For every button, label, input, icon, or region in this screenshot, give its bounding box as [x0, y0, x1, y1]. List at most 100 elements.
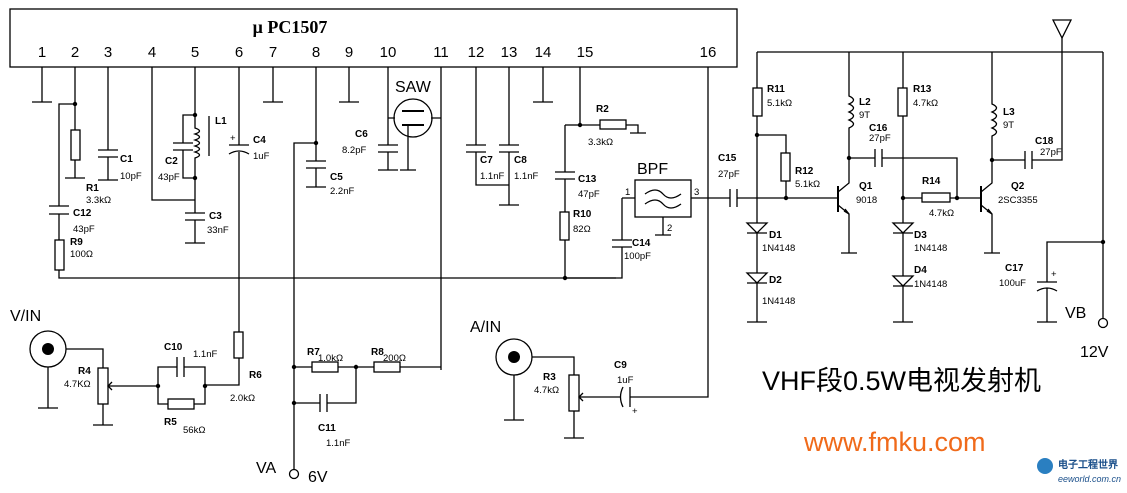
r5-ref: R5 — [164, 417, 177, 428]
l2-value: 9T — [859, 110, 870, 121]
r4-ref: R4 — [78, 366, 91, 377]
r12-ref: R12 — [795, 166, 814, 177]
l3-ref: L3 — [1003, 107, 1015, 118]
pin-6-label: 6 — [235, 44, 243, 61]
c15-ref: C15 — [718, 153, 737, 164]
antenna-icon — [1051, 19, 1073, 40]
pin16-network: + C9 1uF — [585, 67, 709, 417]
d4-ref: D4 — [914, 265, 927, 276]
c11-ref: C11 — [318, 423, 336, 434]
r8-value: 200Ω — [383, 353, 406, 364]
pin-2-label: 2 — [71, 44, 79, 61]
c1-value: 10pF — [120, 171, 142, 182]
pin-1-label: 1 — [38, 44, 46, 61]
r12-value: 5.1kΩ — [795, 179, 820, 190]
r14-value: 4.7kΩ — [929, 208, 954, 219]
d3-diode — [891, 222, 915, 234]
pin-14-label: 14 — [535, 44, 552, 61]
r6-value: 2.0kΩ — [230, 393, 255, 404]
r14-resistor — [921, 192, 951, 203]
c14-value: 100pF — [624, 251, 651, 262]
pin12-13-network: C7 1.1nF C8 1.1nF — [466, 67, 538, 206]
saw-filter — [393, 98, 433, 138]
va-terminal[interactable] — [288, 468, 300, 480]
r9-ref: R9 — [70, 237, 83, 248]
l1-ref: L1 — [215, 116, 227, 127]
pin-7-label: 7 — [269, 44, 277, 61]
c16-value: 27pF — [869, 133, 891, 144]
bpf-pin3: 3 — [694, 187, 699, 198]
c16-ref: C16 — [869, 123, 888, 134]
c18-value: 27pF — [1040, 147, 1062, 158]
r4-value: 4.7KΩ — [64, 379, 91, 390]
d3-value: 1N4148 — [914, 243, 947, 254]
l2-ref: L2 — [859, 97, 871, 108]
c9-plus: + — [632, 406, 638, 417]
c17-ref: C17 — [1005, 263, 1024, 274]
c15-value: 27pF — [718, 169, 740, 180]
r13-resistor — [897, 87, 908, 117]
c4-plus: + — [230, 133, 236, 144]
r7-value: 1.0kΩ — [318, 353, 343, 364]
d2-diode — [745, 272, 769, 284]
pin-5-label: 5 — [191, 44, 199, 61]
r2-resistor — [599, 119, 627, 130]
bpf-pin1: 1 — [625, 187, 630, 198]
pin-9-label: 9 — [345, 44, 353, 61]
q1-stage: R11 5.1kΩ R12 5.1kΩ D1 1N4148 D2 1N4148 … — [745, 51, 1103, 323]
pin-3-label: 3 — [104, 44, 112, 61]
r8-ref: R8 — [371, 347, 384, 358]
r14-ref: R14 — [922, 176, 941, 187]
d2-ref: D2 — [769, 275, 782, 286]
c10-ref: C10 — [164, 342, 183, 353]
c17-plus: + — [1051, 269, 1057, 280]
pin-13-label: 13 — [501, 44, 518, 61]
saw-label: SAW — [395, 79, 432, 96]
l2-inductor — [847, 52, 855, 158]
r10-value: 82Ω — [573, 224, 591, 235]
c4-ref: C4 — [253, 135, 266, 146]
r7-ref: R7 — [307, 347, 320, 358]
q2-value: 2SC3355 — [998, 195, 1038, 206]
bpf-block — [634, 179, 692, 218]
vb-label: VB — [1065, 305, 1086, 322]
vb-terminal[interactable] — [1097, 317, 1109, 329]
pin-16-label: 16 — [700, 44, 717, 61]
l3-value: 9T — [1003, 120, 1014, 131]
c10-value: 1.1nF — [193, 349, 217, 360]
c3-ref: C3 — [209, 211, 222, 222]
c1-ref: C1 — [120, 154, 133, 165]
pin-ground-stubs — [32, 67, 553, 103]
q1-value: 9018 — [856, 195, 877, 206]
r1-resistor — [70, 129, 81, 161]
c14-ref: C14 — [632, 238, 651, 249]
r11-value: 5.1kΩ — [767, 98, 792, 109]
c9-value: 1uF — [617, 375, 634, 386]
v12-label: 12V — [1080, 344, 1109, 361]
r12-resistor — [780, 152, 791, 182]
diagram-title: VHF段0.5W电视发射机 — [762, 366, 1041, 396]
c8-ref: C8 — [514, 155, 527, 166]
r4-potentiometer — [97, 367, 109, 405]
c13-ref: C13 — [578, 174, 597, 185]
c12-capacitor — [49, 205, 69, 215]
video-input: V/IN R4 4.7KΩ C10 1.1nF R5 56kΩ — [10, 308, 217, 436]
watermark-bottom: eeworld.com.cn — [1058, 474, 1121, 484]
v6-label: 6V — [308, 469, 328, 486]
r6-resistor — [233, 331, 244, 359]
pin4-5-network: L1 C2 43pF C3 33nF — [151, 67, 229, 244]
r9-resistor — [54, 239, 65, 271]
r11-ref: R11 — [767, 84, 785, 95]
c3-value: 33nF — [207, 225, 229, 236]
c5-ref: C5 — [330, 172, 343, 183]
r13-ref: R13 — [913, 84, 932, 95]
saw-network: C6 8.2pF SAW — [342, 67, 442, 370]
r5-value: 56kΩ — [183, 425, 205, 436]
q1-ref: Q1 — [859, 181, 873, 192]
pin15-network: R2 3.3kΩ C13 47pF R10 82Ω — [555, 67, 646, 281]
d4-value: 1N4148 — [914, 279, 947, 290]
pin2-network: R1 3.3kΩ C12 43pF R9 100Ω — [49, 67, 616, 279]
pin8-network: C5 2.2nF — [293, 67, 354, 367]
c11-value: 1.1nF — [326, 438, 350, 449]
